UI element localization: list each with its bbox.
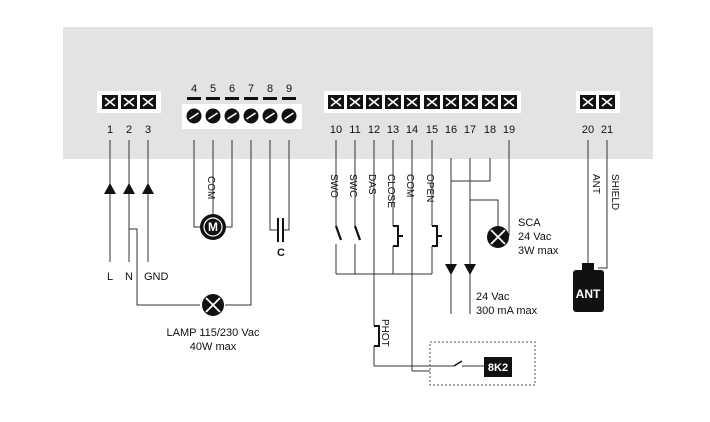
arrow-down-icon: [445, 264, 457, 275]
das-label: DAS: [366, 174, 377, 195]
terminal-number: 8: [267, 83, 273, 95]
terminal-number: 15: [426, 124, 438, 136]
terminal-number: 9: [286, 83, 292, 95]
terminal-number: 17: [464, 124, 476, 136]
supply-gnd-label: GND: [144, 271, 169, 283]
motor-wiring: M COM: [193, 140, 233, 240]
terminal-number: 1: [107, 124, 113, 136]
terminal-number: 10: [330, 124, 342, 136]
terminal-number: 5: [210, 83, 216, 95]
motor-com-label: COM: [205, 176, 216, 199]
accessory-current-label: 300 mA max: [476, 305, 538, 317]
ant-wire-label: ANT: [590, 174, 601, 194]
terminal-number: 4: [191, 83, 197, 95]
sca-title: SCA: [518, 217, 541, 229]
terminal-number: 11: [349, 124, 360, 136]
terminal-number: 21: [601, 124, 613, 136]
close-label: CLOSE: [385, 174, 396, 208]
terminal-number: 2: [126, 124, 132, 136]
antenna-box: [573, 270, 604, 312]
com-label: COM: [404, 174, 415, 197]
antenna-box-label: ANT: [576, 287, 601, 301]
terminal-block-10-19: 10 11 12 13 14 15 16 17 18 19: [324, 91, 521, 136]
capacitor-wiring: C: [269, 140, 290, 259]
shield-wire-label: SHIELD: [609, 174, 620, 210]
input-wiring: SWO SWC DAS CLOSE COM OPEN: [328, 140, 442, 371]
safety-edge-resistor: [484, 357, 512, 377]
terminal-number: 6: [229, 83, 235, 95]
accessory-voltage-label: 24 Vac: [476, 291, 510, 303]
open-label: OPEN: [424, 174, 435, 202]
lamp-power-label: 40W max: [190, 341, 237, 353]
capacitor-icon: [277, 218, 279, 242]
terminal-number: 14: [406, 124, 418, 136]
sca-wiring: SCA 24 Vac 3W max: [469, 140, 559, 257]
terminal-number: 3: [145, 124, 151, 136]
arrow-down-icon: [464, 264, 476, 275]
sca-voltage: 24 Vac: [518, 231, 552, 243]
power-supply-wiring: L N GND: [104, 140, 200, 306]
capacitor-label: C: [277, 247, 285, 259]
arrow-up-icon: [104, 183, 116, 194]
terminal-block-1-3: 1 2 3: [97, 91, 161, 136]
swo-label: SWO: [328, 174, 339, 198]
terminal-number: 20: [582, 124, 594, 136]
arrow-up-icon: [142, 183, 154, 194]
phot-label: PHOT: [379, 319, 390, 347]
terminal-number: 12: [368, 124, 380, 136]
terminal-number: 18: [484, 124, 496, 136]
safety-edge-label: 8K2: [488, 362, 508, 374]
supply-n-label: N: [125, 271, 133, 283]
terminal-number: 7: [248, 83, 254, 95]
supply-l-label: L: [107, 271, 113, 283]
terminal-block-20-21: 20 21: [576, 91, 620, 136]
arrow-up-icon: [123, 183, 135, 194]
terminal-number: 16: [445, 124, 457, 136]
terminal-block-4-9: 4 5 6 7 8 9: [182, 83, 302, 129]
accessory-supply-wiring: 24 Vac 300 mA max: [445, 158, 538, 317]
motor-symbol: M: [208, 220, 218, 234]
lamp-wiring: LAMP 115/230 Vac 40W max: [167, 140, 260, 353]
terminal-number: 19: [503, 124, 515, 136]
safety-edge-box: [429, 341, 536, 386]
photocell-wiring: PHOT 8K2: [373, 274, 536, 386]
swc-label: SWC: [347, 174, 358, 197]
lamp-label: LAMP 115/230 Vac: [167, 327, 260, 339]
antenna-wiring: ANT SHIELD ANT: [573, 140, 620, 312]
terminal-number: 13: [387, 124, 399, 136]
sca-power: 3W max: [518, 245, 559, 257]
antenna-connector: [582, 263, 594, 271]
